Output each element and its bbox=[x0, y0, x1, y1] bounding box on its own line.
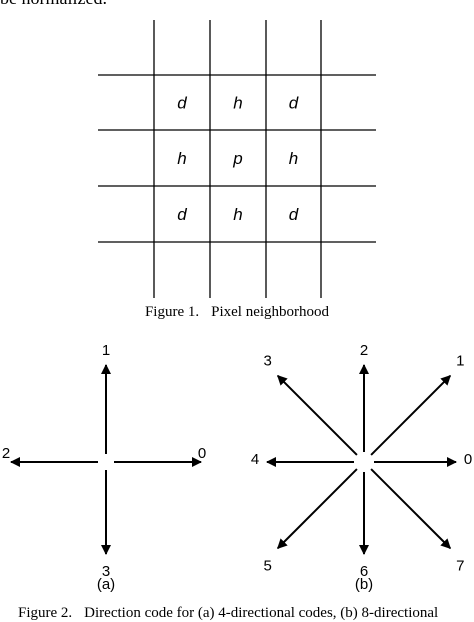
direction-arrow-3 bbox=[277, 375, 358, 456]
figure-1-caption-title: Pixel neighborhood bbox=[211, 304, 330, 320]
figure-1-caption-label: Figure 1. bbox=[144, 304, 200, 320]
neighborhood-cell-label: d bbox=[177, 205, 187, 224]
direction-code-label-5: 5 bbox=[264, 557, 272, 574]
direction-code-label-2: 2 bbox=[2, 445, 10, 462]
neighborhood-cell-label: d bbox=[177, 94, 187, 113]
neighborhood-cell-label: d bbox=[289, 94, 299, 113]
direction-arrow-7 bbox=[370, 468, 451, 549]
direction-code-label-6: 6 bbox=[360, 563, 368, 580]
direction-code-label-1: 1 bbox=[102, 342, 110, 359]
figure-2-caption-title: Direction code for (a) 4-directional cod… bbox=[84, 605, 439, 621]
pixel-neighborhood-grid bbox=[98, 20, 376, 298]
direction-code-label-1: 1 bbox=[456, 353, 464, 370]
neighborhood-cell-label: h bbox=[289, 149, 298, 168]
direction-arrow-5 bbox=[277, 468, 358, 549]
neighborhood-cell-label: p bbox=[232, 149, 242, 168]
direction-code-label-3: 3 bbox=[102, 563, 110, 580]
direction-code-label-0: 0 bbox=[464, 451, 472, 468]
direction-code-label-0: 0 bbox=[198, 445, 206, 462]
neighborhood-cell-label: h bbox=[233, 94, 242, 113]
panel-sublabel: (b) bbox=[355, 576, 373, 593]
figure-2-caption: Figure 2. Direction code for (a) 4-direct… bbox=[18, 605, 474, 622]
pixel-neighborhood-cells: d h d h p h d h d bbox=[177, 94, 299, 225]
neighborhood-cell-label: d bbox=[289, 205, 299, 224]
direction-code-4-panel: 0 1 2 3(a) bbox=[2, 342, 206, 593]
direction-code-label-4: 4 bbox=[251, 451, 259, 468]
direction-code-label-2: 2 bbox=[360, 342, 368, 359]
panel-sublabel: (a) bbox=[97, 576, 115, 593]
direction-code-8-panel: 0 1 2 3 4 5 6 7 (b) bbox=[251, 342, 472, 593]
direction-arrow-1 bbox=[370, 375, 451, 456]
figure-2-caption-label: Figure 2. bbox=[18, 605, 73, 621]
direction-code-label-3: 3 bbox=[264, 353, 272, 370]
neighborhood-cell-label: h bbox=[233, 205, 242, 224]
neighborhood-cell-label: h bbox=[177, 149, 186, 168]
direction-code-label-7: 7 bbox=[456, 557, 464, 574]
body-text-fragment: be normalized. bbox=[0, 0, 107, 9]
figure-1-caption: Figure 1. Pixel neighborhood bbox=[0, 304, 474, 321]
